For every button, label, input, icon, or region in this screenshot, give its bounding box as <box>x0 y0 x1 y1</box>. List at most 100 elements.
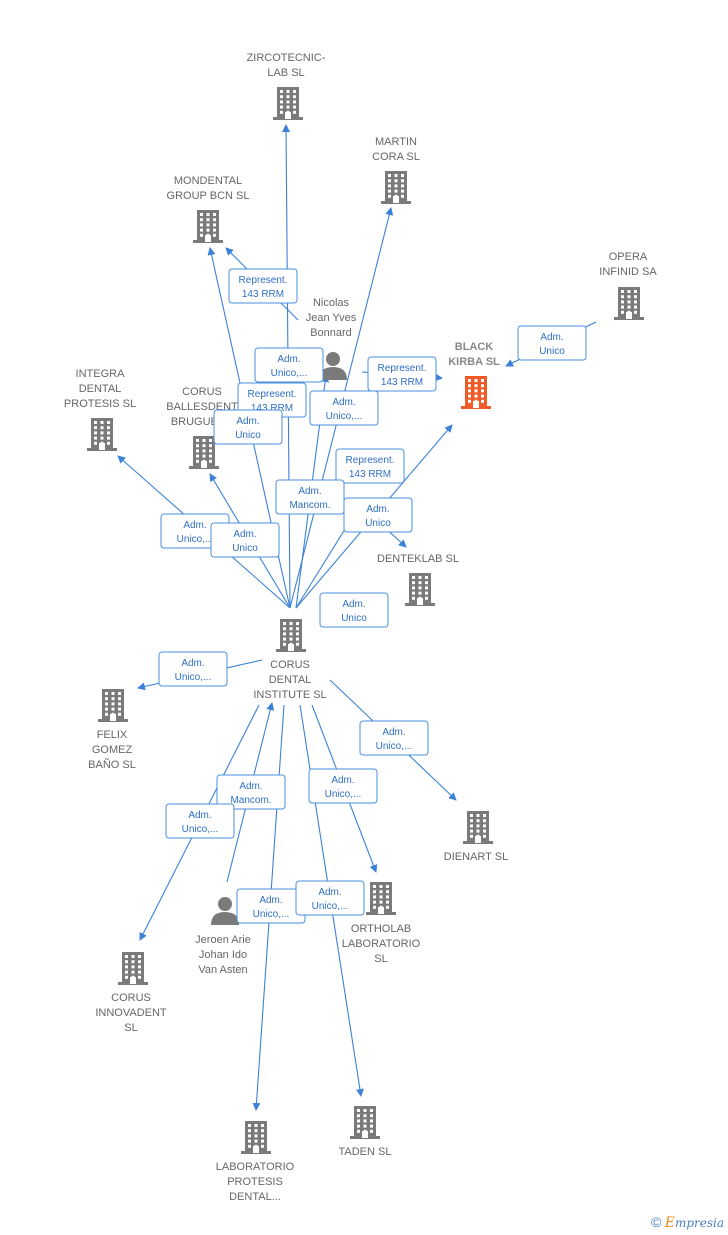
node-label: KIRBA SL <box>448 356 500 368</box>
relation-text: Unico <box>235 430 261 441</box>
relation-label[interactable]: Adm.Unico,... <box>308 768 378 804</box>
relation-text: Unico,... <box>325 789 362 800</box>
node-label: TADEN SL <box>339 1146 392 1158</box>
relation-box <box>254 347 324 383</box>
relation-text: Adm. <box>332 397 355 408</box>
node-label: Jeroen Arie <box>195 934 251 946</box>
relation-label[interactable]: Adm.Unico <box>343 497 413 533</box>
relation-text: 143 RRM <box>251 403 293 414</box>
relation-text: Unico,... <box>253 909 290 920</box>
relation-text: Adm. <box>298 486 321 497</box>
relation-label[interactable]: Represent. 143 RRM <box>237 382 307 418</box>
relation-label[interactable]: Represent.143 RRM <box>228 268 298 304</box>
node-denteklab[interactable]: DENTEKLAB SL <box>377 553 459 606</box>
node-label: INNOVADENT <box>95 1007 167 1019</box>
person-icon <box>319 352 347 380</box>
node-label: FELIX <box>97 729 128 741</box>
relation-text: Represent. <box>248 389 297 400</box>
node-innovadent[interactable]: CORUS INNOVADENT SL <box>95 952 167 1034</box>
relation-text: Adm. <box>233 529 256 540</box>
relation-label[interactable]: Represent. 143 RRM <box>335 448 405 484</box>
relation-text: Adm. <box>540 332 563 343</box>
building-icon <box>276 619 306 652</box>
node-label: BLACK <box>455 341 494 353</box>
node-label: Nicolas <box>313 297 350 309</box>
relation-label[interactable]: Adm.Unico,... <box>236 888 306 924</box>
node-label: SL <box>124 1022 137 1034</box>
relation-text: Represent. <box>346 455 395 466</box>
node-label: DENTAL... <box>229 1191 281 1203</box>
node-label: DIENART SL <box>444 851 508 863</box>
node-label: PROTESIS <box>227 1176 283 1188</box>
relation-label[interactable]: Adm.Mancom. <box>275 479 345 515</box>
building-icon <box>273 87 303 120</box>
node-label: PROTESIS SL <box>64 398 136 410</box>
node-label: MARTIN <box>375 136 417 148</box>
building-icon <box>381 171 411 204</box>
relation-box <box>319 592 389 628</box>
node-martin[interactable]: MARTIN CORA SL <box>372 136 420 204</box>
node-laboratorio[interactable]: LABORATORIO PROTESIS DENTAL... <box>216 1121 295 1203</box>
relation-text: Unico,... <box>312 901 349 912</box>
relation-box <box>158 651 228 687</box>
relation-box <box>308 768 378 804</box>
relation-text: Unico,... <box>271 368 308 379</box>
relation-label[interactable]: Adm.Unico,... <box>359 720 429 756</box>
relation-text: Unico,... <box>175 672 212 683</box>
building-icon <box>189 436 219 469</box>
relation-box <box>335 448 405 484</box>
node-label: OPERA <box>609 251 648 263</box>
node-dienart[interactable]: DIENART SL <box>444 811 508 863</box>
relation-box <box>367 356 437 392</box>
relation-box <box>359 720 429 756</box>
relation-box <box>216 774 286 810</box>
relation-text: Adm. <box>239 781 262 792</box>
node-label: LABORATORIO <box>216 1161 295 1173</box>
relation-label[interactable]: Adm.Unico <box>210 522 280 558</box>
relation-label[interactable]: Adm.Unico,... <box>309 390 379 426</box>
relation-text: 143 RRM <box>349 469 391 480</box>
node-label: CORUS <box>111 992 151 1004</box>
relation-box <box>228 268 298 304</box>
node-label: LABORATORIO <box>342 938 421 950</box>
relation-box <box>165 803 235 839</box>
relation-label[interactable]: Adm.Unico <box>213 409 283 445</box>
node-label: INFINID SA <box>599 266 657 278</box>
relation-text: Adm. <box>342 599 365 610</box>
relation-text: Adm. <box>183 520 206 531</box>
relation-text: Adm. <box>277 354 300 365</box>
relation-label[interactable]: Represent.143 RRM <box>367 356 437 392</box>
brand-name: mpresia <box>674 1216 724 1230</box>
relation-text: Adm. <box>382 727 405 738</box>
node-black[interactable]: BLACK KIRBA SL <box>448 341 500 409</box>
node-label: DENTAL <box>269 674 312 686</box>
node-label: Bonnard <box>310 327 352 339</box>
node-taden[interactable]: TADEN SL <box>339 1106 392 1158</box>
relation-label[interactable]: Adm. Unico,... <box>158 651 228 687</box>
relation-label[interactable]: Adm.Unico <box>517 325 587 361</box>
relation-label[interactable]: Adm. Mancom. <box>216 774 286 810</box>
relation-text: 143 RRM <box>381 377 423 388</box>
node-opera[interactable]: OPERA INFINID SA <box>599 251 657 320</box>
node-label: CORA SL <box>372 151 420 163</box>
relation-label[interactable]: Adm.Unico,... <box>165 803 235 839</box>
relation-text: Mancom. <box>230 795 271 806</box>
relation-label[interactable]: Adm.Unico,... <box>295 880 365 916</box>
relation-label[interactable]: Adm. Unico,... <box>254 347 324 383</box>
empresia-watermark: © Empresia <box>651 1214 724 1231</box>
relation-text: Adm. <box>181 658 204 669</box>
building-icon <box>366 882 396 915</box>
relation-box <box>517 325 587 361</box>
building-icon <box>463 811 493 844</box>
node-label: ZIRCOTECNIC- <box>247 52 326 64</box>
relation-label[interactable]: Adm.Unico <box>319 592 389 628</box>
node-zircotecnic[interactable]: ZIRCOTECNIC-LAB SL <box>247 52 326 120</box>
relation-text: Unico,... <box>177 534 214 545</box>
